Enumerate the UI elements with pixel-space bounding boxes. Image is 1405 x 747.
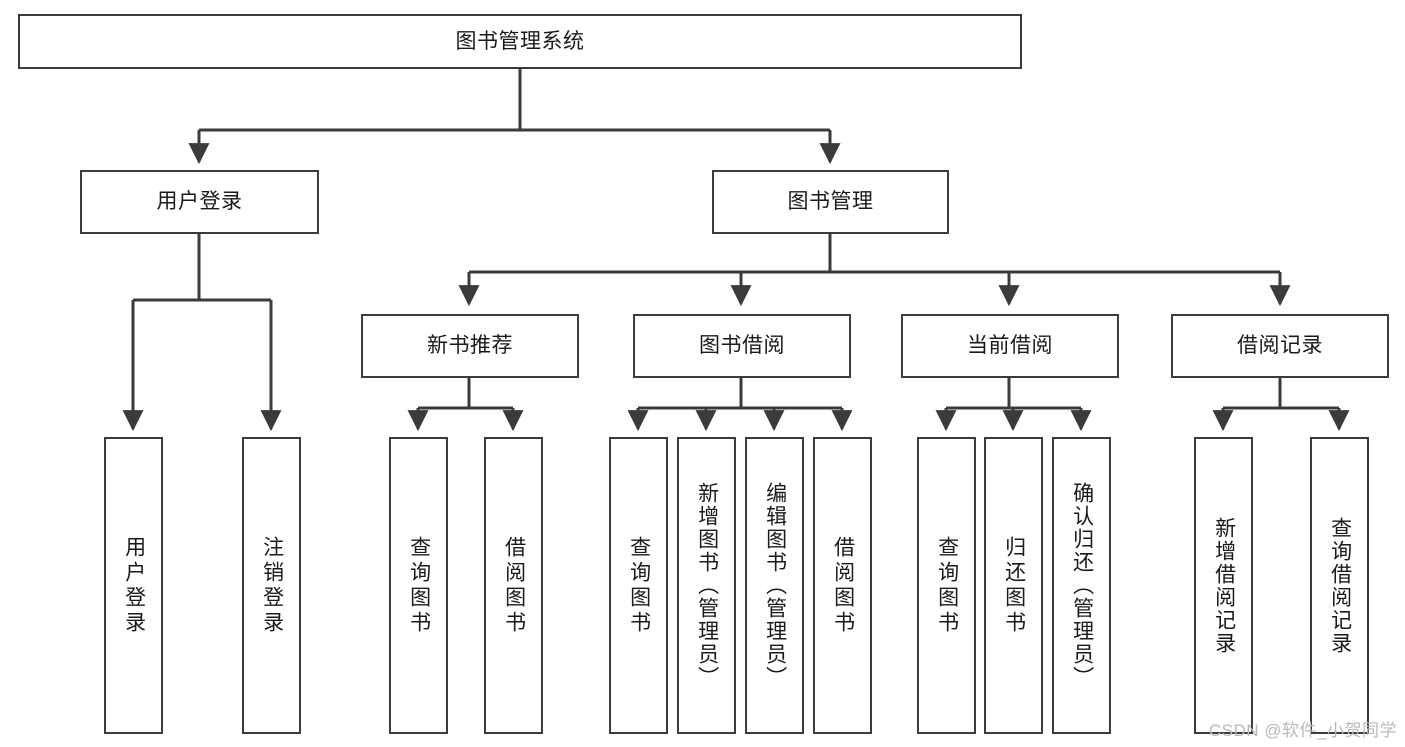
- node-label: 归还图书: [1002, 535, 1026, 636]
- leaf-recommend-query-book[interactable]: 查询图书: [389, 437, 448, 734]
- node-label: 新增图书（管理员）: [695, 482, 719, 689]
- node-book-borrow[interactable]: 图书借阅: [633, 314, 851, 378]
- csdn-watermark: CSDN @软件_小贺同学: [1208, 721, 1397, 740]
- node-label: 编辑图书（管理员）: [763, 482, 787, 689]
- leaf-borrow-add-book-admin[interactable]: 新增图书（管理员）: [677, 437, 736, 734]
- node-label: 图书借阅: [699, 334, 785, 358]
- node-label: 图书管理系统: [455, 29, 585, 53]
- node-borrow-record[interactable]: 借阅记录: [1171, 314, 1389, 378]
- leaf-current-return-book[interactable]: 归还图书: [984, 437, 1043, 734]
- node-book-management-system[interactable]: 图书管理系统: [18, 14, 1022, 69]
- node-label: 用户登录: [122, 535, 146, 636]
- node-new-book-recommend[interactable]: 新书推荐: [361, 314, 579, 378]
- node-user-login[interactable]: 用户登录: [80, 170, 319, 234]
- node-label: 图书管理: [787, 190, 874, 214]
- node-current-borrow[interactable]: 当前借阅: [901, 314, 1119, 378]
- leaf-user-logout[interactable]: 注销登录: [242, 437, 301, 734]
- node-label: 查询借阅记录: [1328, 516, 1352, 655]
- node-label: 借阅图书: [831, 535, 855, 636]
- node-label: 确认归还（管理员）: [1070, 482, 1094, 689]
- leaf-borrow-edit-book-admin[interactable]: 编辑图书（管理员）: [745, 437, 804, 734]
- leaf-recommend-borrow-book[interactable]: 借阅图书: [484, 437, 543, 734]
- leaf-current-query-book[interactable]: 查询图书: [917, 437, 976, 734]
- leaf-record-add-record[interactable]: 新增借阅记录: [1194, 437, 1253, 734]
- node-label: 注销登录: [260, 535, 284, 636]
- node-label: 新书推荐: [427, 334, 513, 358]
- node-label: 借阅图书: [502, 535, 526, 636]
- node-label: 查询图书: [935, 535, 959, 636]
- leaf-borrow-query-book[interactable]: 查询图书: [609, 437, 668, 734]
- leaf-borrow-borrow-book[interactable]: 借阅图书: [813, 437, 872, 734]
- node-label: 新增借阅记录: [1212, 516, 1236, 655]
- node-label: 用户登录: [156, 190, 243, 214]
- leaf-user-login[interactable]: 用户登录: [104, 437, 163, 734]
- node-label: 查询图书: [407, 535, 431, 636]
- leaf-record-query-record[interactable]: 查询借阅记录: [1310, 437, 1369, 734]
- node-label: 当前借阅: [967, 334, 1053, 358]
- leaf-current-confirm-return-admin[interactable]: 确认归还（管理员）: [1052, 437, 1111, 734]
- node-book-management[interactable]: 图书管理: [712, 170, 949, 234]
- node-label: 查询图书: [627, 535, 651, 636]
- node-label: 借阅记录: [1237, 334, 1323, 358]
